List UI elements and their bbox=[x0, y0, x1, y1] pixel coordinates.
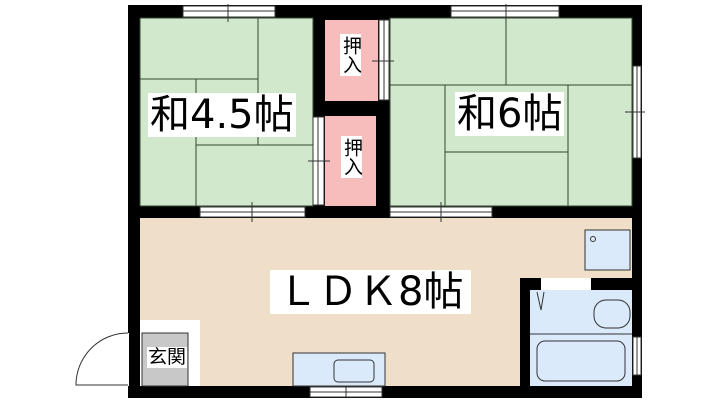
bathtub-icon bbox=[536, 340, 626, 382]
room-label-washitsu-45: 和4.5帖 bbox=[148, 92, 296, 138]
windows bbox=[182, 4, 645, 398]
washer-space bbox=[584, 229, 631, 271]
entry-door[interactable] bbox=[75, 332, 129, 386]
kitchen-sink bbox=[333, 359, 375, 383]
room-label-ldk: ＬＤＫ8帖 bbox=[270, 270, 472, 314]
room-label-entrance: 玄関 bbox=[147, 346, 188, 368]
room-label-washitsu-6: 和6帖 bbox=[455, 91, 565, 137]
toilet-icon bbox=[593, 299, 631, 329]
room-label-closet-bottom: 押入 bbox=[341, 136, 363, 178]
room-label-closet-top: 押入 bbox=[340, 34, 362, 76]
room-ldk bbox=[140, 218, 632, 387]
